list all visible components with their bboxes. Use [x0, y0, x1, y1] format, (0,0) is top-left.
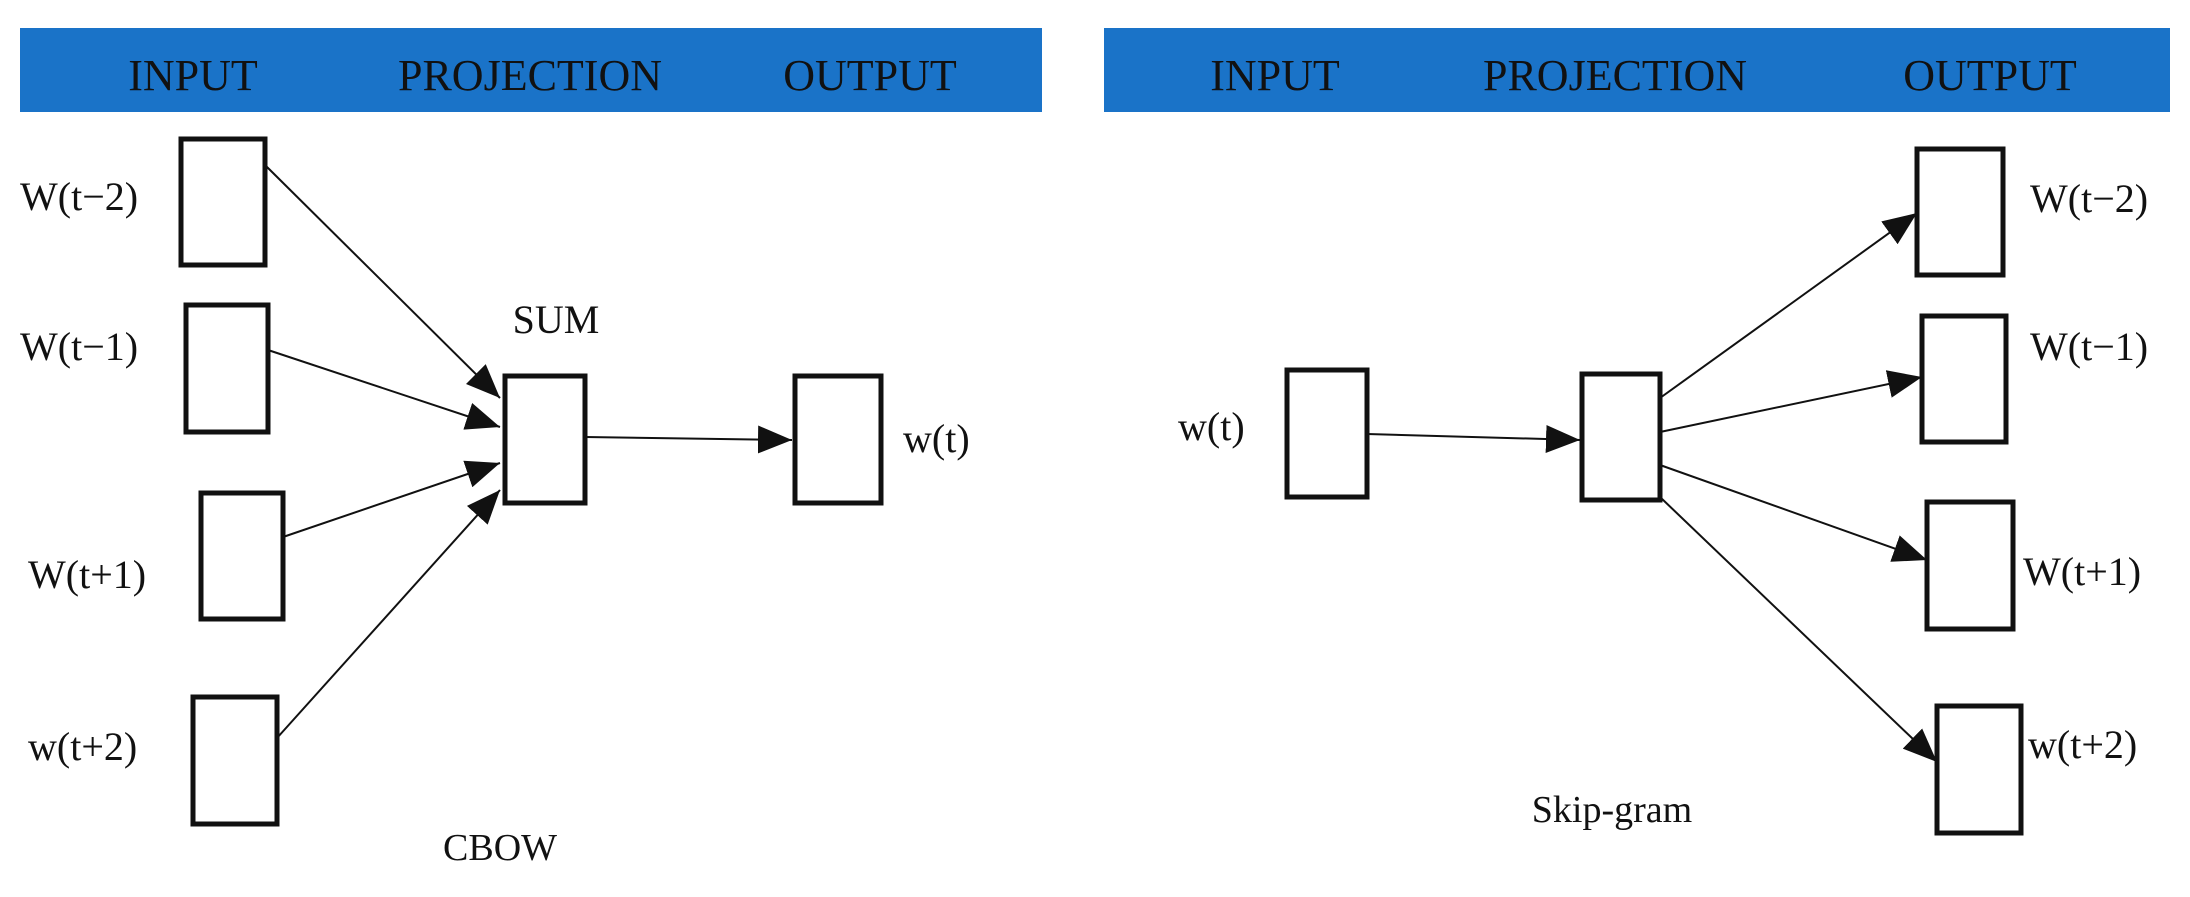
cbow-header-projection: PROJECTION — [398, 51, 662, 100]
skipgram-edge-output-1 — [1659, 212, 1918, 399]
cbow-projection-node — [502, 373, 588, 506]
cbow-caption: CBOW — [443, 827, 557, 869]
cbow-input-label-3: W(t+1) — [28, 552, 146, 597]
cbow-panel: INPUT PROJECTION OUTPUT W(t−2) W(t−1) W(… — [20, 28, 1042, 869]
cbow-input-label-2: W(t−1) — [20, 324, 138, 369]
cbow-header-output: OUTPUT — [783, 51, 957, 100]
skipgram-edge-output-2 — [1659, 370, 1923, 433]
cbow-edge-input-3 — [282, 460, 501, 538]
cbow-input-label-1: W(t−2) — [20, 174, 138, 219]
skipgram-panel: INPUT PROJECTION OUTPUT w(t) W(t−2) W(t−… — [1104, 28, 2170, 836]
skipgram-edge-output-3 — [1659, 464, 1928, 562]
skipgram-edge-output-4 — [1659, 496, 1938, 763]
cbow-edge-input-2 — [267, 349, 501, 430]
skipgram-output-label-1: W(t−2) — [2030, 176, 2148, 221]
skipgram-output-node-3 — [1924, 499, 2016, 632]
skipgram-projection-node — [1579, 371, 1663, 503]
cbow-projection-label: SUM — [513, 297, 600, 342]
skipgram-output-node-2 — [1919, 313, 2009, 445]
cbow-header-bar — [20, 28, 1042, 112]
cbow-edge-projection-output — [584, 425, 793, 454]
cbow-input-node-2 — [183, 302, 271, 435]
cbow-output-node — [792, 373, 884, 506]
skipgram-input-label: w(t) — [1178, 404, 1245, 449]
skipgram-header-input: INPUT — [1210, 51, 1340, 100]
cbow-input-node-1 — [178, 136, 268, 268]
skipgram-header-bar — [1104, 28, 2170, 112]
skipgram-header-projection: PROJECTION — [1483, 51, 1747, 100]
skipgram-caption: Skip-gram — [1532, 789, 1692, 831]
skipgram-output-label-2: W(t−1) — [2030, 324, 2148, 369]
cbow-input-node-3 — [198, 490, 286, 622]
cbow-header-input: INPUT — [128, 51, 258, 100]
skipgram-output-node-4 — [1934, 703, 2024, 836]
cbow-output-label: w(t) — [903, 416, 970, 461]
skipgram-output-label-3: W(t+1) — [2023, 549, 2141, 594]
skipgram-edge-input-projection — [1366, 425, 1581, 454]
cbow-edge-input-4 — [276, 489, 501, 739]
skipgram-header-output: OUTPUT — [1903, 51, 2077, 100]
cbow-input-label-4: w(t+2) — [28, 724, 137, 769]
cbow-input-node-4 — [190, 694, 280, 827]
skipgram-output-node-1 — [1914, 146, 2006, 278]
skipgram-output-label-4: w(t+2) — [2028, 722, 2137, 767]
cbow-edge-input-1 — [264, 164, 501, 399]
skipgram-input-node — [1284, 367, 1370, 500]
